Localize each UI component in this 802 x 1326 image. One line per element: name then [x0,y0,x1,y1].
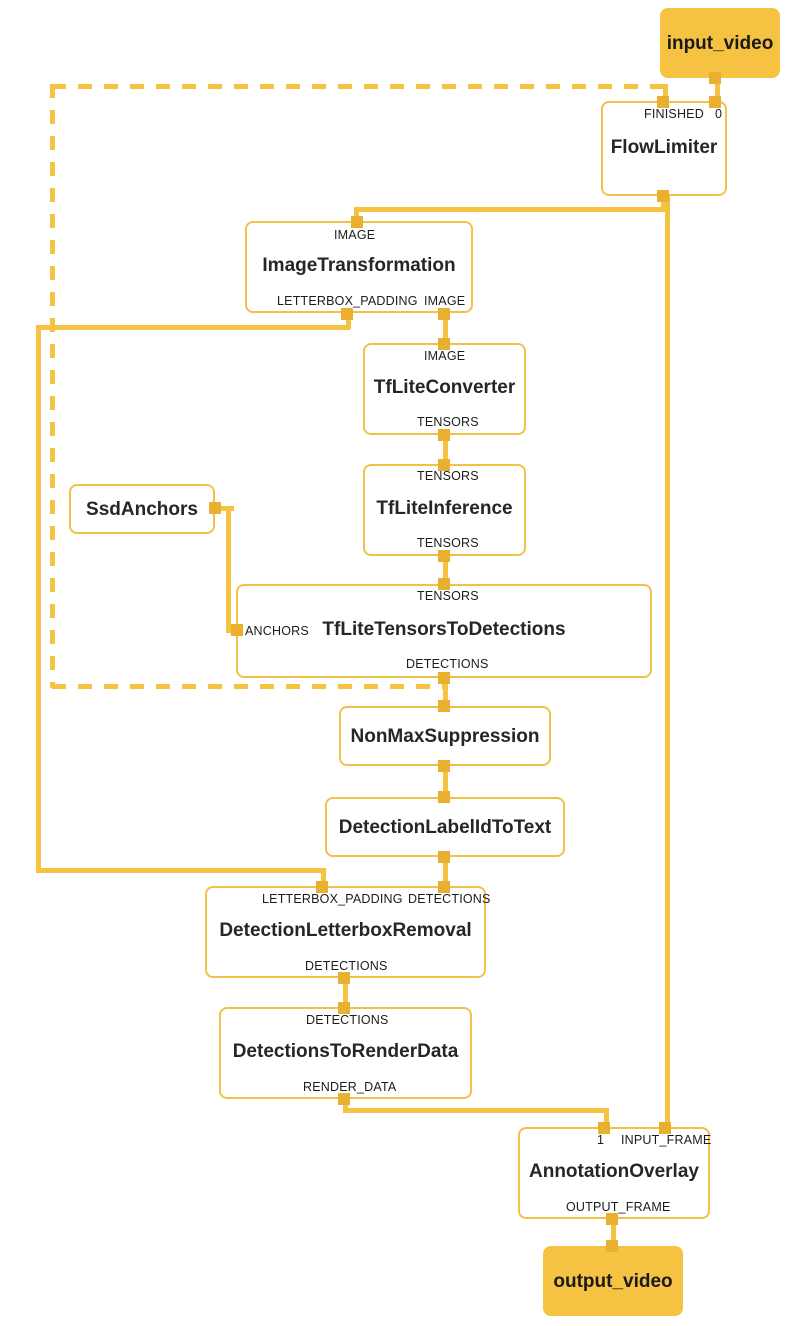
port-label-imagetransformation-out-image: IMAGE [424,294,466,308]
port-label-overlay-out-output-frame: OUTPUT_FRAME [566,1200,671,1214]
node-image-transformation-label: ImageTransformation [262,255,456,276]
port-label-tfliteconverter-out-tensors: TENSORS [417,415,479,429]
port-dtrd-in-detections[interactable] [338,1002,350,1014]
port-tfliteconverter-out-tensors[interactable] [438,429,450,441]
port-dlr-out-detections[interactable] [338,972,350,984]
wire-letterbox-v-stub [346,313,351,329]
port-ssdanchors-out[interactable] [209,502,221,514]
port-label-dlr-in-detections: DETECTIONS [408,892,491,906]
node-annotation-overlay[interactable]: AnnotationOverlay [518,1127,710,1219]
port-flowlimiter-out[interactable] [657,190,669,202]
node-tflite-tensors-to-detections[interactable]: TfLiteTensorsToDetections [236,584,652,678]
wire-dashed-left [50,84,55,688]
node-output-video[interactable]: output_video [543,1246,683,1316]
wire-letterbox-h-top [38,325,350,330]
port-flowlimiter-in-index[interactable] [709,96,721,108]
wire-nms-to-dlit [443,765,448,800]
node-non-max-suppression[interactable]: NonMaxSuppression [339,706,551,766]
port-dlr-in-detections[interactable] [438,881,450,893]
port-imagetransformation-in-image[interactable] [351,216,363,228]
port-label-overlay-in-input-frame: INPUT_FRAME [621,1133,712,1147]
wire-dashed-top [52,84,667,89]
wire-dlr-to-dtrd [343,975,348,1007]
node-tflite-converter-label: TfLiteConverter [373,377,516,398]
port-label-tfliteinference-in-tensors: TENSORS [417,469,479,483]
wire-ssdanchors-h [214,506,234,511]
node-detection-letterbox-removal[interactable]: DetectionLetterboxRemoval [205,886,486,978]
node-image-transformation[interactable]: ImageTransformation [245,221,473,313]
wire-dashed-bottom [52,684,447,689]
node-tflite-tensors-to-detections-label: TfLiteTensorsToDetections [322,619,566,640]
port-imagetransformation-out-letterbox[interactable] [341,308,353,320]
wire-ssdanchors-v [226,506,231,630]
wire-letterbox-to-dlr [321,868,326,890]
wire-input-video-to-flowlimiter [715,78,720,106]
port-overlay-in-input-frame[interactable] [659,1122,671,1134]
wire-letterbox-left-rail [36,325,41,873]
wire-dlit-to-dlr [443,855,448,890]
wire-tfliteconverter-to-tfliteinference [443,430,448,465]
wire-imagetransformation-to-tfliteconverter [443,315,448,345]
node-tflite-inference-label: TfLiteInference [376,498,513,519]
node-detection-letterbox-removal-label: DetectionLetterboxRemoval [219,920,472,941]
node-detections-to-render-data-label: DetectionsToRenderData [232,1041,459,1062]
port-dtrd-out-render-data[interactable] [338,1093,350,1105]
port-tfliteinference-in-tensors[interactable] [438,459,450,471]
port-label-dtrd-out-render-data: RENDER_DATA [303,1080,397,1094]
port-input-video-out[interactable] [709,72,721,84]
port-label-imagetransformation-out-letterbox: LETTERBOX_PADDING [277,294,418,308]
node-flowlimiter-label: FlowLimiter [610,137,718,158]
port-tfliteconverter-in-image[interactable] [438,338,450,350]
port-label-dlr-out-detections: DETECTIONS [305,959,388,973]
node-output-video-label: output_video [553,1271,673,1292]
port-ttd-out-detections[interactable] [438,672,450,684]
node-tflite-inference[interactable]: TfLiteInference [363,464,526,556]
port-flowlimiter-in-finished[interactable] [657,96,669,108]
port-overlay-in-index[interactable] [598,1122,610,1134]
port-label-imagetransformation-in-image: IMAGE [334,228,376,242]
wire-overlay-to-output-video [611,1214,616,1246]
node-detection-label-id-to-text[interactable]: DetectionLabelIdToText [325,797,565,857]
port-label-ttd-out-detections: DETECTIONS [406,657,489,671]
port-label-tfliteconverter-in-image: IMAGE [424,349,466,363]
port-overlay-out-output-frame[interactable] [606,1213,618,1225]
port-label-ttd-in-anchors: ANCHORS [245,624,309,638]
port-dlit-out[interactable] [438,851,450,863]
node-input-video[interactable]: input_video [660,8,780,78]
node-detections-to-render-data[interactable]: DetectionsToRenderData [219,1007,472,1099]
port-ttd-in-anchors[interactable] [231,624,243,636]
wire-ttd-to-nms [443,678,448,708]
port-imagetransformation-out-image[interactable] [438,308,450,320]
port-label-ttd-in-tensors: TENSORS [417,589,479,603]
node-annotation-overlay-label: AnnotationOverlay [529,1161,699,1182]
port-label-dtrd-in-detections: DETECTIONS [306,1013,389,1027]
wire-flowlimiter-to-imagetransformation-v [354,207,359,223]
node-ssd-anchors-label: SsdAnchors [86,499,198,520]
port-label-overlay-in-index: 1 [597,1133,605,1147]
node-ssd-anchors[interactable]: SsdAnchors [69,484,215,534]
wire-dtrd-to-overlay-h [343,1108,609,1113]
node-detection-label-id-to-text-label: DetectionLabelIdToText [338,817,552,838]
port-dlit-in[interactable] [438,791,450,803]
port-output-video-in[interactable] [606,1240,618,1252]
port-dlr-in-letterbox[interactable] [316,881,328,893]
port-tfliteinference-out-tensors[interactable] [438,550,450,562]
port-label-flowlimiter-index: 0 [715,107,723,121]
wire-flowlimiter-to-annotationoverlay [665,196,670,1136]
port-ttd-in-tensors[interactable] [438,578,450,590]
port-nms-out[interactable] [438,760,450,772]
port-nms-in[interactable] [438,700,450,712]
port-label-dlr-in-letterbox: LETTERBOX_PADDING [262,892,403,906]
node-input-video-label: input_video [666,33,774,54]
node-non-max-suppression-label: NonMaxSuppression [350,726,540,747]
port-label-tfliteinference-out-tensors: TENSORS [417,536,479,550]
wire-dtrd-to-overlay-v [604,1108,609,1130]
wire-flowlimiter-to-imagetransformation-h [354,207,664,212]
wire-tfliteinference-to-ttd [443,555,448,588]
port-label-flowlimiter-finished: FINISHED [644,107,704,121]
wire-letterbox-h-bottom [36,868,326,873]
